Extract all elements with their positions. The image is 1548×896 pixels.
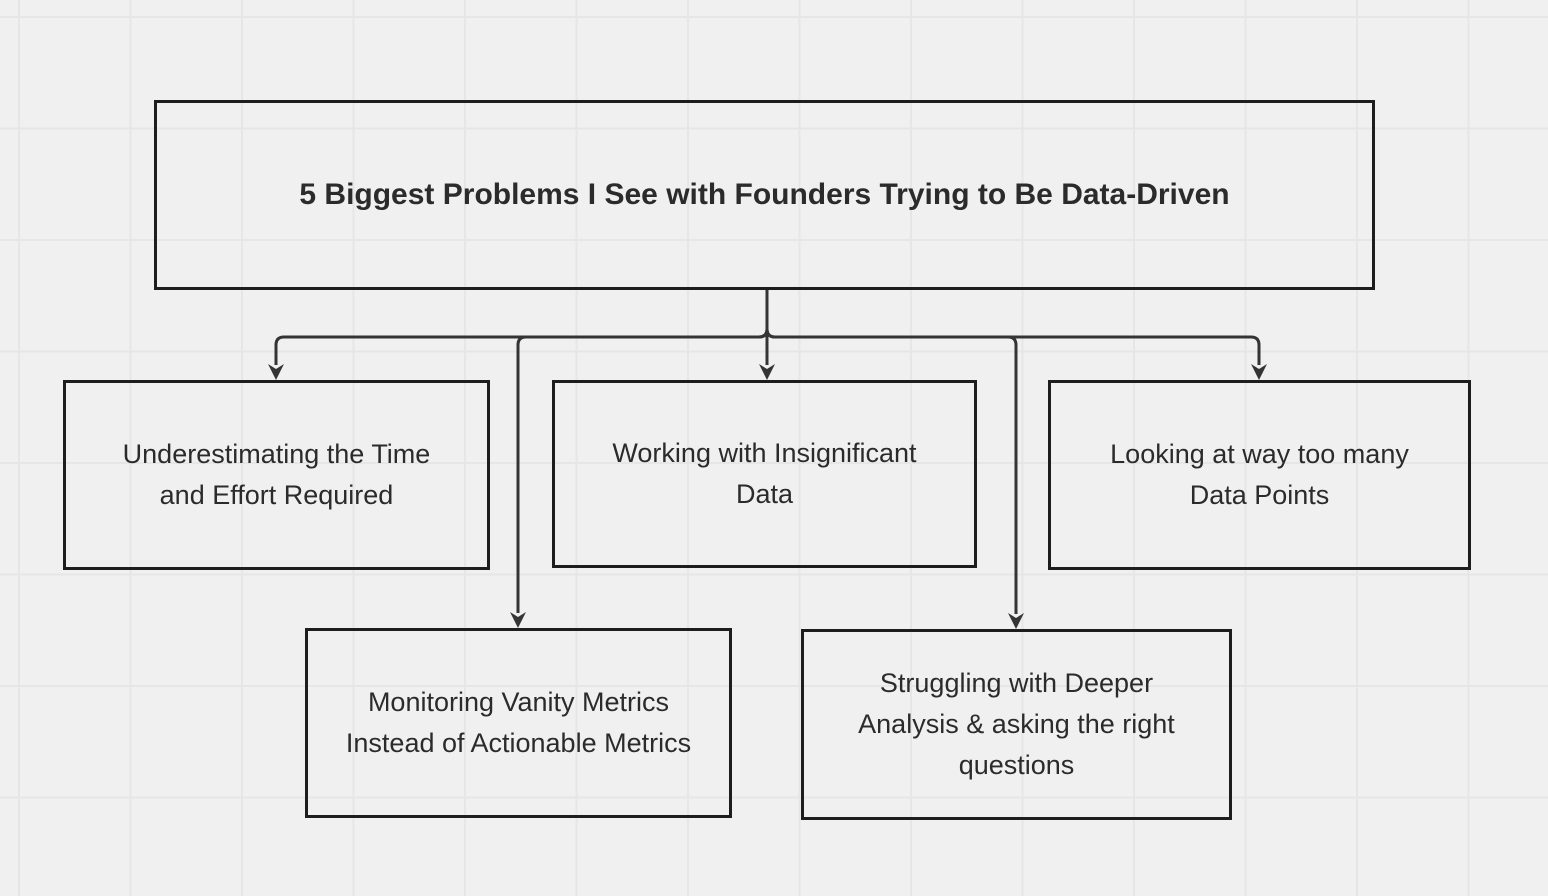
- edge-root-problem-5: [765, 290, 1018, 614]
- edge-arrowhead: [510, 612, 526, 628]
- node-problem-2[interactable]: Working with Insignificant Data: [552, 380, 977, 568]
- edge-arrowhead: [1251, 364, 1267, 380]
- node-root-label: 5 Biggest Problems I See with Founders T…: [299, 178, 1230, 211]
- node-problem-3[interactable]: Looking at way too many Data Points: [1048, 380, 1471, 570]
- node-problem-4-label: Monitoring Vanity Metrics Instead of Act…: [345, 687, 692, 758]
- node-problem-5[interactable]: Struggling with Deeper Analysis & asking…: [801, 629, 1232, 820]
- node-root[interactable]: 5 Biggest Problems I See with Founders T…: [154, 100, 1375, 290]
- node-problem-1-label: Underestimating the Time and Effort Requ…: [122, 439, 431, 510]
- edge-arrowhead: [1008, 613, 1024, 629]
- node-problem-3-label: Looking at way too many Data Points: [1110, 439, 1409, 510]
- edge-root-problem-1: [274, 290, 769, 365]
- node-problem-4[interactable]: Monitoring Vanity Metrics Instead of Act…: [305, 628, 732, 818]
- node-problem-5-label: Struggling with Deeper Analysis & asking…: [858, 668, 1175, 780]
- node-problem-1[interactable]: Underestimating the Time and Effort Requ…: [63, 380, 490, 570]
- node-problem-2-label: Working with Insignificant Data: [612, 438, 917, 509]
- edge-root-problem-3: [765, 290, 1261, 365]
- edge-arrowhead: [268, 364, 284, 380]
- edge-arrowhead: [759, 364, 775, 380]
